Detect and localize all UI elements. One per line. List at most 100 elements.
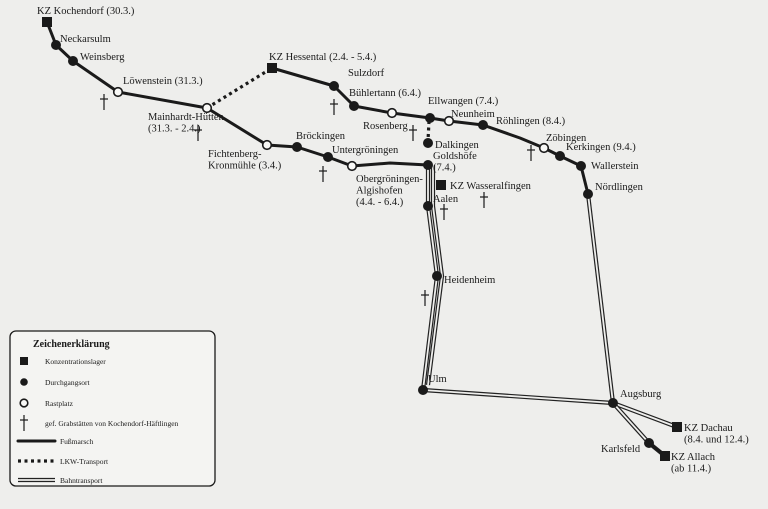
place-label-buehlertann: Bühlertann (6.4.) [349,88,422,99]
transit-marker-icon-kerkingen [555,151,565,161]
grave-cross-icon-6 [440,204,448,220]
grave-cross-icon-7 [480,192,488,208]
transit-marker-icon-karlsfeld [644,438,654,448]
rest-marker-icon-neunheim [443,115,455,127]
place-label-mainhardt: Mainhardt-Hütten(31.3. - 2.4.) [148,112,225,135]
camp-marker-icon-kochendorf [42,17,52,27]
legend-label-transit: Durchgangsort [45,378,90,387]
place-label-zoebingen: Zöbingen [546,133,587,144]
legend-transit-icon [20,378,28,386]
transit-marker-icon-heidenheim [432,271,442,281]
place-label-kochendorf: KZ Kochendorf (30.3.) [37,6,135,17]
legend: ZeichenerklärungKonzentrationslagerDurch… [9,330,216,487]
place-label-fichtenberg: Fichtenberg-Kronmühle (3.4.) [208,149,282,172]
place-label-ulm: Ulm [428,374,447,385]
rail-transport-route-inner-2 [587,193,614,404]
legend-item-truck: LKW-Transport [18,457,109,466]
legend-label-cross: gef. Grabstätten von Kochendorf-Häftling… [45,419,179,428]
place-label-obergroeningen: Obergröningen-Algishofen(4.4. - 6.4.) [356,174,423,208]
grave-cross-icon-2 [330,99,338,115]
transit-marker-icon-weinsberg [68,56,78,66]
place-label-broeckingen: Bröckingen [296,131,346,142]
grave-cross-icon-1 [194,125,202,141]
transit-marker-icon-ellwangen [425,113,435,123]
camp-marker-icon-hessental [267,63,277,73]
grave-cross-icon-0 [100,94,108,110]
transit-marker-icon-roehlingen [478,120,488,130]
place-label-wasseralfingen: KZ Wasseralfingen [450,181,532,192]
place-label-heidenheim: Heidenheim [444,275,495,286]
transit-marker-icon-buehlertann [349,101,359,111]
rest-marker-icon-obergroeningen [346,160,358,172]
legend-cross-icon [20,415,28,431]
transit-marker-icon-goldshoefe [423,160,433,170]
legend-label-rail: Bahntransport [60,476,103,485]
legend-label-rest: Rastplatz [45,399,74,408]
camp-marker-icon-wasseralfingen [436,180,446,190]
place-label-weinsberg: Weinsberg [80,52,125,63]
place-label-aalen: Aalen [433,194,459,205]
place-label-loewenstein: Löwenstein (31.3.) [123,76,203,87]
legend-box [9,330,216,487]
transit-marker-icon-noerdlingen [583,189,593,199]
legend-label-camp: Konzentrationslager [45,357,106,366]
truck-transport-mainhardt-hessental [206,66,273,110]
truck-transport-ellwangen-dalkingen [426,120,431,142]
legend-camp-icon [20,357,28,365]
rest-marker-icon-mainhardt [201,102,213,114]
rest-marker-icon-loewenstein [112,86,124,98]
place-label-wallerstein: Wallerstein [591,161,639,172]
legend-label-foot: Fußmarsch [60,437,94,446]
place-label-roehlingen: Röhlingen (8.4.) [496,116,566,127]
place-label-ellwangen: Ellwangen (7.4.) [428,96,499,107]
place-label-rosenberg: Rosenberg [363,121,408,132]
legend-item-rest: Rastplatz [19,398,74,408]
transit-marker-icon-neckarsulm [51,40,61,50]
place-label-noerdlingen: Nördlingen [595,182,644,193]
place-label-neunheim: Neunheim [451,109,495,120]
foot-march-route-hessental-sulzdorf [270,66,336,88]
grave-cross-icon-4 [409,125,417,141]
place-label-karlsfeld: Karlsfeld [601,444,641,455]
transit-marker-icon-broeckingen [292,142,302,152]
rest-marker-icon-fichtenberg [261,139,273,151]
markers-layer [42,17,682,461]
legend-item-foot: Fußmarsch [16,437,94,446]
place-label-allach: KZ Allach(ab 11.4.) [671,452,716,475]
place-label-dachau: KZ Dachau(8.4. und 12.4.) [684,423,749,446]
place-label-dalkingen: Dalkingen [435,140,479,151]
place-label-sulzdorf: Sulzdorf [348,68,385,79]
transit-marker-icon-augsburg [608,398,618,408]
grave-cross-icon-3 [319,166,327,182]
legend-rest-icon [19,398,29,408]
camp-marker-icon-dachau [672,422,682,432]
labels-layer: KZ Kochendorf (30.3.) NeckarsulmWeinsberg… [37,6,749,475]
legend-item-rail: Bahntransport [18,476,103,485]
place-label-untergroeningen: Untergröningen [332,145,399,156]
place-label-hessental: KZ Hessental (2.4. - 5.4.) [269,52,377,63]
place-label-kerkingen: Kerkingen (9.4.) [566,142,636,153]
graves-layer [100,94,535,306]
place-label-goldshoefe: Goldshöfe(7.4.) [433,151,477,174]
rest-marker-icon-zoebingen [538,142,550,154]
transit-marker-icon-wallerstein [576,161,586,171]
transit-marker-icon-dalkingen [423,138,433,148]
rail-transport-route-inner-1 [427,165,443,386]
transit-marker-icon-sulzdorf [329,81,339,91]
legend-item-cross: gef. Grabstätten von Kochendorf-Häftling… [20,415,179,431]
grave-cross-icon-5 [527,145,535,161]
place-label-augsburg: Augsburg [620,389,662,400]
legend-label-truck: LKW-Transport [60,457,109,466]
rest-marker-icon-rosenberg [386,107,398,119]
transit-marker-icon-ulm [418,385,428,395]
transit-marker-icon-untergroeningen [323,152,333,162]
transit-marker-icon-aalen [423,201,433,211]
legend-item-transit: Durchgangsort [20,378,90,387]
camp-marker-icon-allach [660,451,670,461]
legend-title: Zeichenerklärung [33,339,110,350]
rail-transport-route-inner-3 [612,402,678,428]
place-label-neckarsulm: Neckarsulm [60,34,111,45]
grave-cross-icon-8 [421,290,429,306]
legend-item-camp: Konzentrationslager [20,357,106,366]
